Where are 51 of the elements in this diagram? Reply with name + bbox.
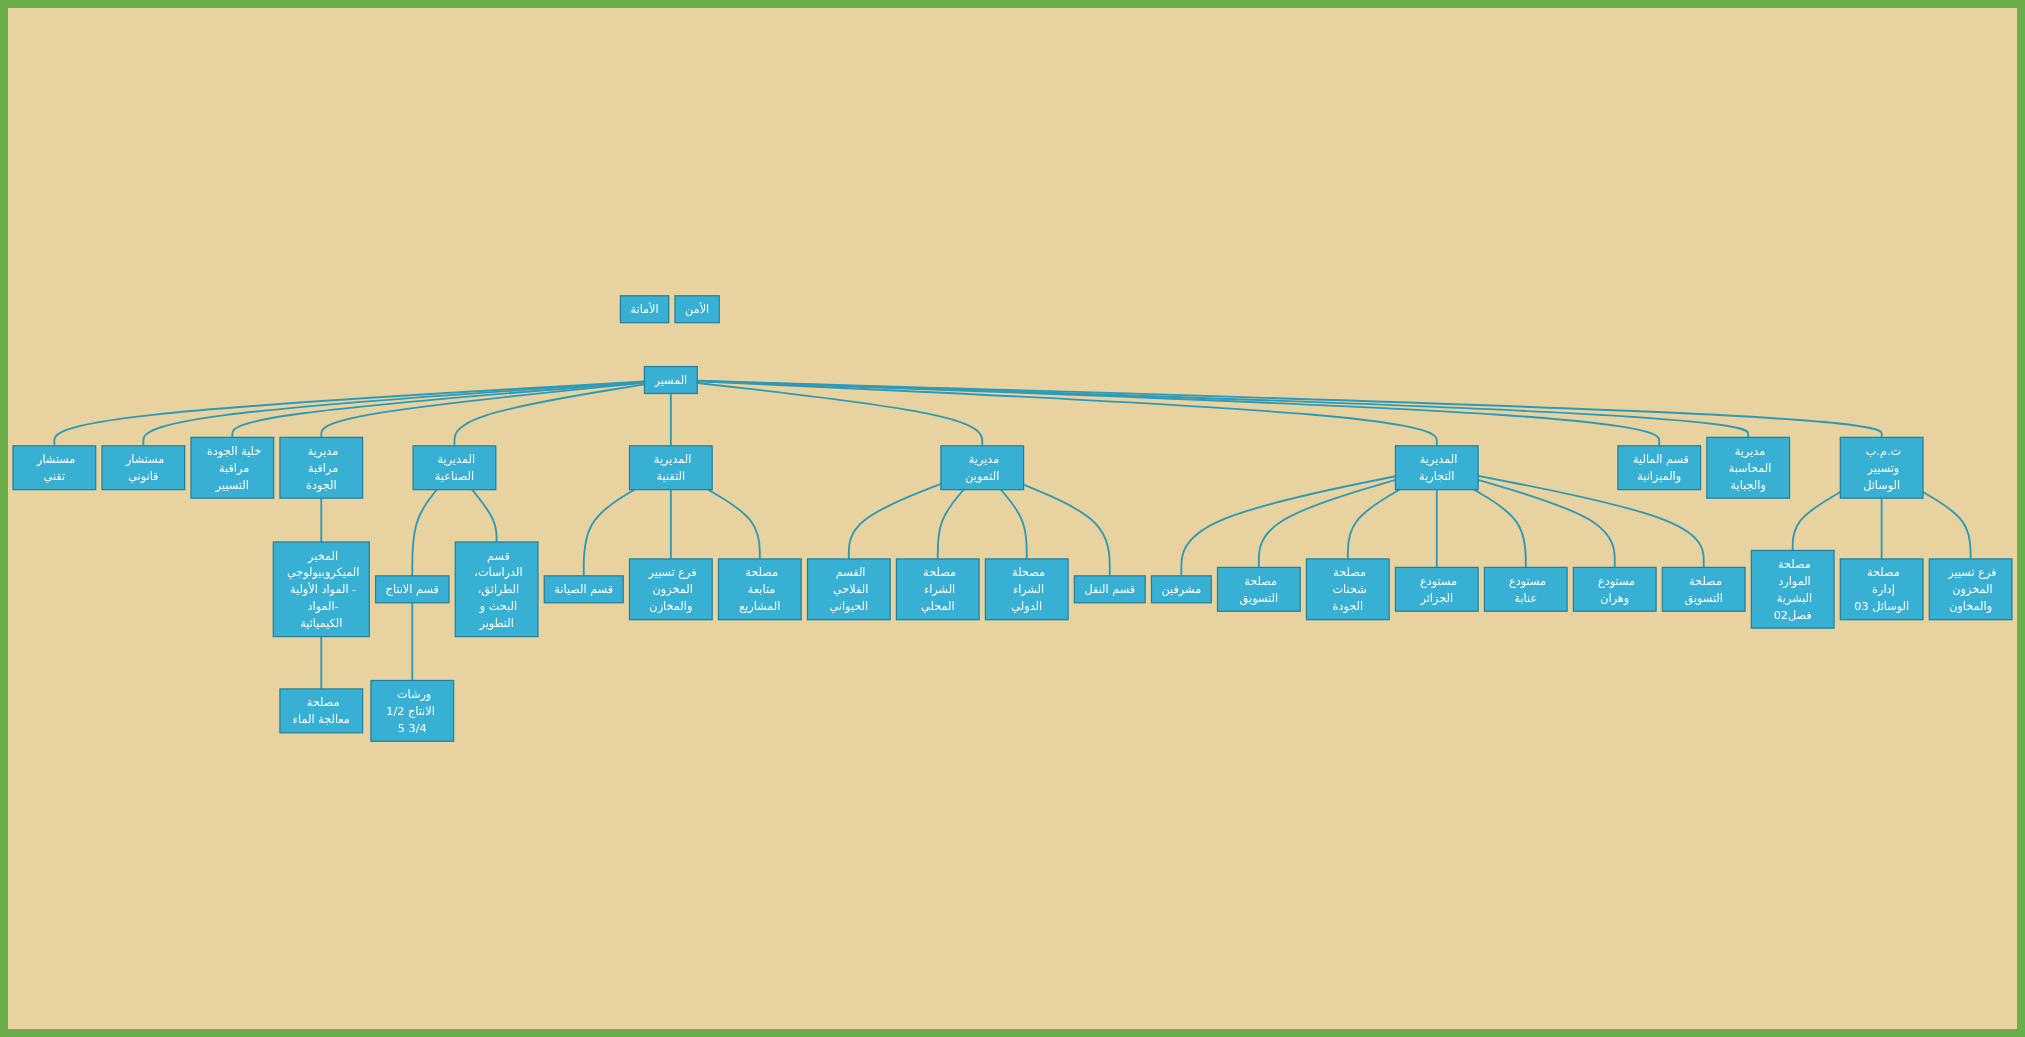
node-box: قسم الصيانة bbox=[543, 575, 624, 604]
connector bbox=[471, 488, 498, 543]
node-box: مستودع وهران bbox=[1572, 566, 1657, 612]
node-box: قسم الدراسات، الطرائق، البحث و التطوير bbox=[454, 541, 539, 638]
node-box: مصلحة التسويق bbox=[1216, 566, 1301, 612]
node-box: فرع تسيير المخزون والمخازن bbox=[628, 558, 713, 621]
connector bbox=[411, 488, 438, 577]
node-box: القسم الفلاحي الحيواني bbox=[806, 558, 891, 621]
connector bbox=[936, 488, 965, 560]
node-box: مصلحة التسويق bbox=[1661, 566, 1746, 612]
node-box: مصلحة الموارد البشرية فصل02 bbox=[1750, 549, 1835, 629]
connector bbox=[411, 601, 414, 682]
node-box: مصلحة إدارة الوسائل 03 bbox=[1839, 558, 1924, 621]
node-box: مصلحة معالجة الماء bbox=[279, 688, 364, 734]
node-box: فرع تسيير المخزون والمخاون bbox=[1928, 558, 2013, 621]
connector bbox=[1346, 488, 1401, 560]
node-box: مستودع الجزائر bbox=[1394, 566, 1479, 612]
node-box: مصلحة الشراء المحلي bbox=[895, 558, 980, 621]
connector bbox=[1435, 488, 1438, 569]
node-box: قسم النقل bbox=[1073, 575, 1146, 604]
node-box: قسم المالية والميزانية bbox=[1617, 445, 1702, 491]
node-box: مستودع عنابة bbox=[1483, 566, 1568, 612]
connector bbox=[999, 488, 1028, 560]
node-box: مديرية المحاسبة والجباية bbox=[1706, 436, 1791, 499]
node-box: المخبر الميكروبيولوجي - المواد الأولية -المواد الكيميائية bbox=[272, 541, 370, 638]
node-box: خلية الجودة مراقبة التسيير bbox=[190, 436, 275, 499]
connector bbox=[1473, 488, 1527, 569]
node-box: مصلحة شحنات الجودة bbox=[1305, 558, 1390, 621]
node-box: مستشار تقني bbox=[12, 445, 97, 491]
connector bbox=[320, 497, 323, 543]
connector bbox=[582, 488, 636, 577]
node-box: المديرية التجارية bbox=[1394, 445, 1479, 491]
node-box: المديرية الصناعية bbox=[412, 445, 497, 491]
node-box: المسير bbox=[643, 365, 698, 395]
node-box: ورشات الانتاج 1/2 3/4 5 bbox=[370, 679, 455, 742]
node-box: مديرية مراقبة الجودة bbox=[279, 436, 364, 499]
node-box: مشرفين bbox=[1150, 575, 1212, 604]
connector bbox=[320, 635, 323, 690]
node-box: مديرية التموين bbox=[940, 445, 1025, 491]
node-box: الأمانة bbox=[619, 295, 670, 324]
node-box: مصحلة الشراء الدولي bbox=[984, 558, 1069, 621]
connector bbox=[1880, 497, 1883, 560]
connector bbox=[707, 488, 761, 560]
node-box: الأمن bbox=[674, 295, 720, 324]
node-box: مصلحة متابعة المشاريع bbox=[717, 558, 802, 621]
connector bbox=[669, 488, 672, 560]
connector bbox=[669, 392, 672, 447]
node-box: المديرية التقنية bbox=[628, 445, 713, 491]
node-box: مستشار قانوني bbox=[101, 445, 186, 491]
node-box: قسم الانتاج bbox=[374, 575, 450, 604]
node-box: ت.م.ب وتسيير الوسائل bbox=[1839, 436, 1924, 499]
